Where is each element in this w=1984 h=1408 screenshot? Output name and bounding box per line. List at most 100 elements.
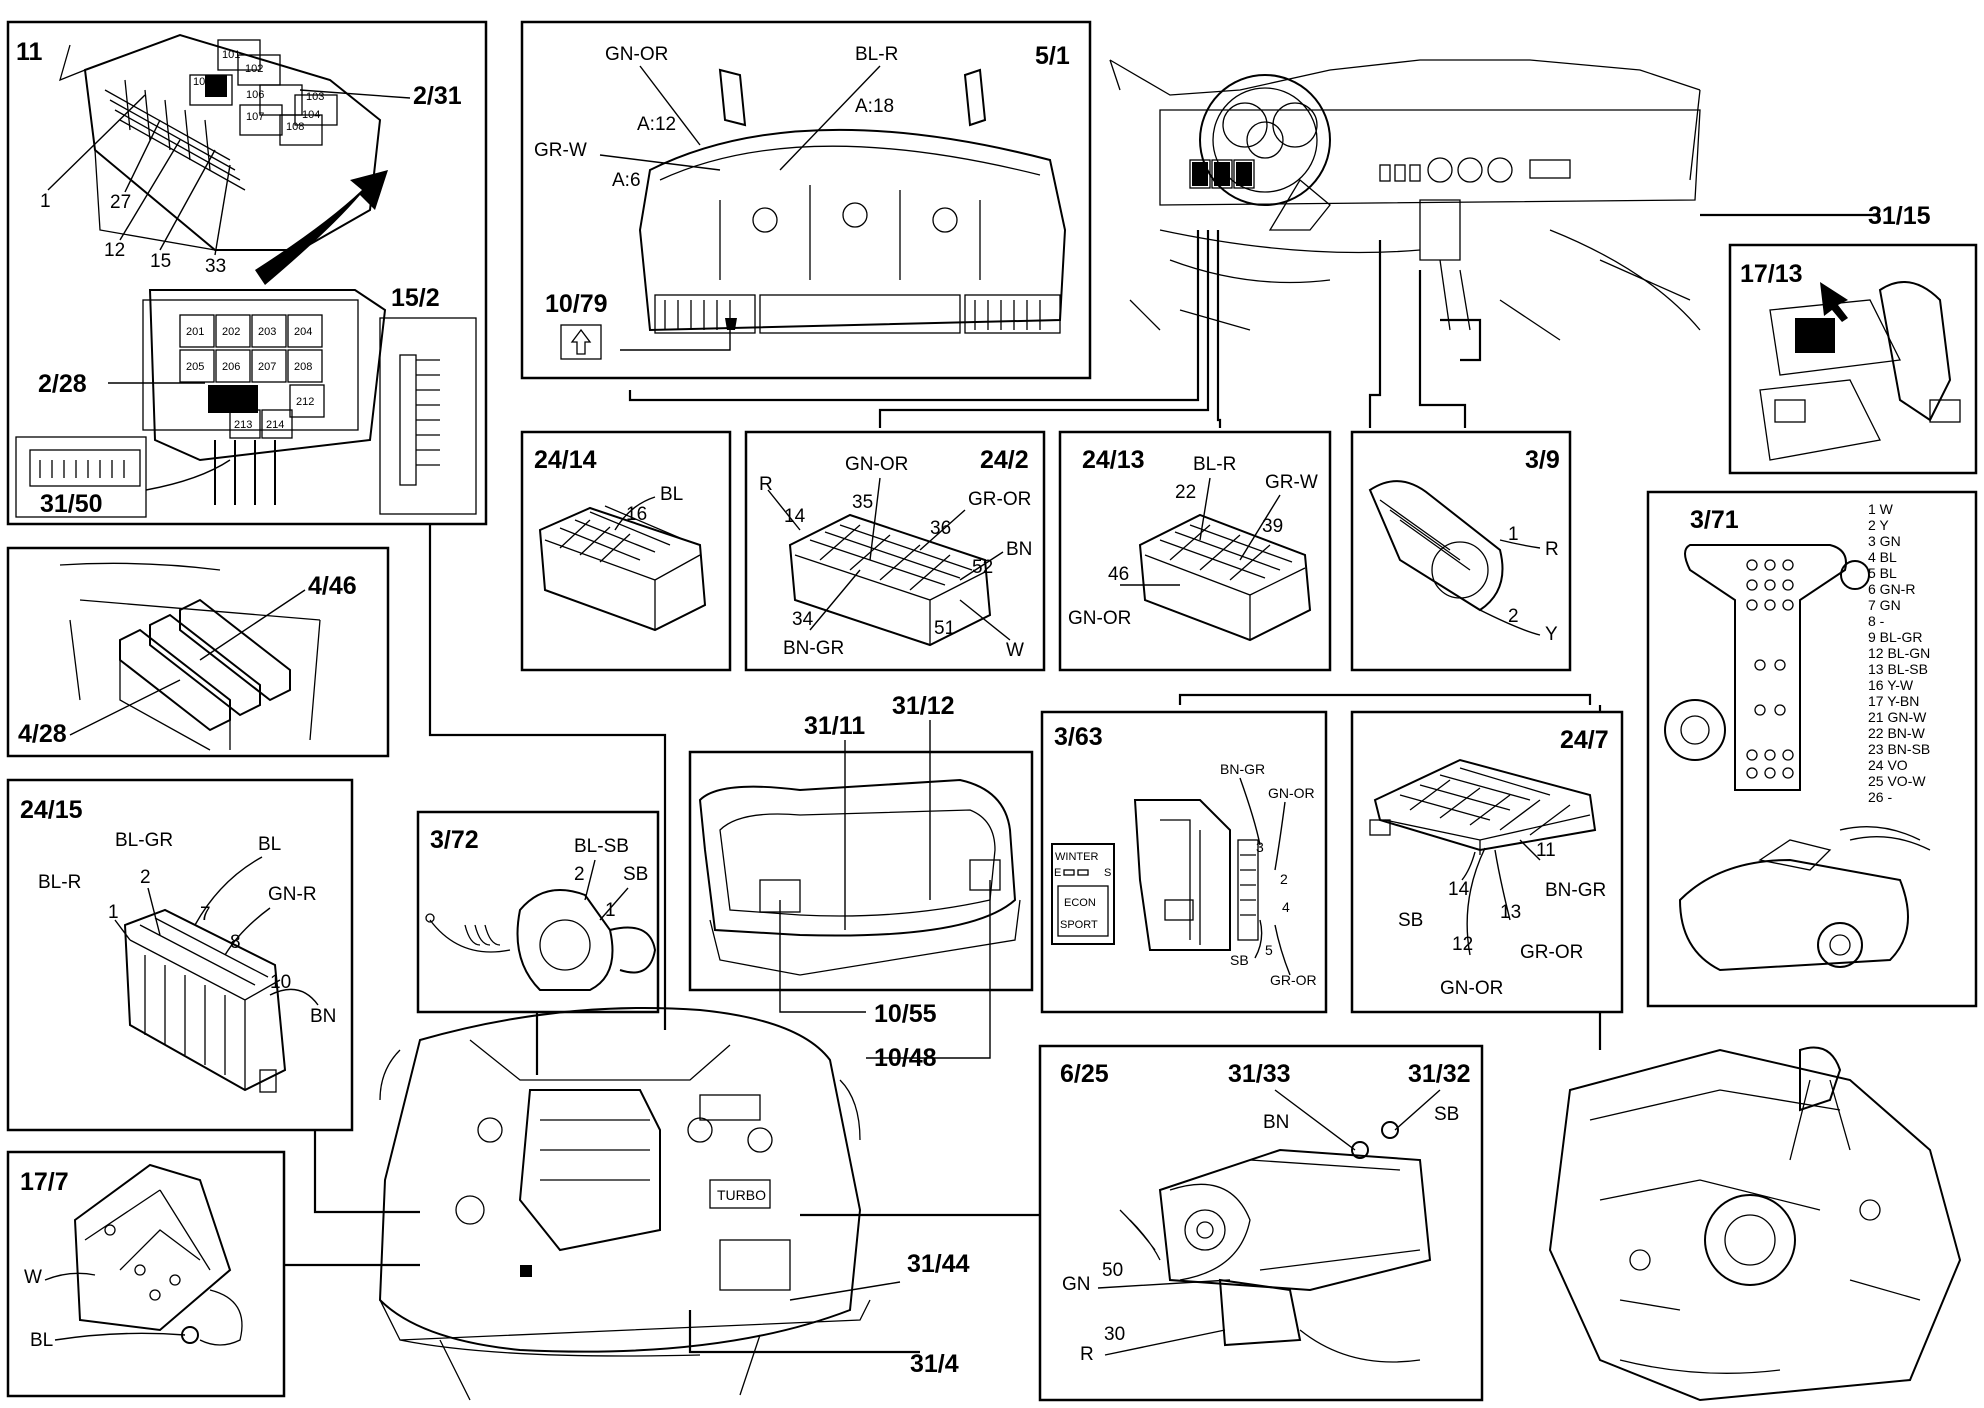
pin-11-24-7: 11 bbox=[1536, 840, 1556, 861]
panel-id-11: 11 bbox=[16, 38, 43, 66]
wire-gr-or: GR-OR bbox=[968, 489, 1031, 510]
panel-id-3-9: 3/9 bbox=[1525, 446, 1560, 474]
svg-text:24 VO: 24 VO bbox=[1868, 757, 1908, 773]
panel-connector-24-2: 24/2 GN-OR R GR-OR BN BN-GR W 35 14 36 5… bbox=[744, 430, 1046, 672]
panel-id-17-7: 17/7 bbox=[20, 1168, 69, 1196]
pin-1-3-72: 1 bbox=[605, 900, 616, 921]
pin-1: 1 bbox=[40, 191, 51, 212]
svg-text:S: S bbox=[1104, 867, 1111, 879]
svg-text:E: E bbox=[1054, 867, 1061, 879]
wire-gr-w: GR-W bbox=[534, 140, 587, 161]
pin-13-24-7: 13 bbox=[1500, 902, 1521, 923]
dashboard-overview bbox=[1109, 59, 1701, 341]
svg-text:16 Y-W: 16 Y-W bbox=[1868, 677, 1914, 693]
panel-id-3-72: 3/72 bbox=[430, 826, 479, 854]
wire-gn-or: GN-OR bbox=[605, 44, 668, 65]
wire-sb-3-72: SB bbox=[623, 864, 648, 885]
pin-14-24-7: 14 bbox=[1448, 879, 1470, 900]
pin-16: 16 bbox=[626, 504, 647, 525]
wire-gr-or-24-7: GR-OR bbox=[1520, 942, 1583, 963]
pin-2-3-9: 2 bbox=[1508, 606, 1519, 627]
ref-15-2: 15/2 bbox=[391, 284, 440, 312]
wire-y-3-9: Y bbox=[1545, 624, 1558, 645]
pin-1-3-9: 1 bbox=[1508, 524, 1519, 545]
pin-39: 39 bbox=[1262, 516, 1283, 537]
ref-31-15: 31/15 bbox=[1868, 202, 1931, 230]
pin-14: 14 bbox=[784, 506, 806, 527]
pin-1-24-15: 1 bbox=[108, 902, 119, 923]
pin-22: 22 bbox=[1175, 482, 1196, 503]
ref-31-33: 31/33 bbox=[1228, 1060, 1291, 1088]
svg-text:5 BL: 5 BL bbox=[1868, 565, 1897, 581]
panel-connector-24-15: 24/15 BL-GR BL BL-R GN-R BN 2 1 7 8 10 bbox=[6, 778, 354, 1132]
relay-grid-200: 201 202 203 204 205 206 207 208 212 213 … bbox=[179, 314, 325, 439]
svg-text:107: 107 bbox=[246, 111, 264, 123]
pin-27: 27 bbox=[110, 192, 131, 213]
panel-17-13: 17/13 bbox=[1728, 243, 1978, 475]
pin-35: 35 bbox=[852, 492, 873, 513]
wire-bl-sb: BL-SB bbox=[574, 836, 629, 857]
pin-7: 7 bbox=[200, 904, 211, 925]
svg-text:202: 202 bbox=[222, 326, 240, 338]
ref-31-12: 31/12 bbox=[892, 692, 955, 720]
ref-31-44: 31/44 bbox=[907, 1250, 970, 1278]
svg-text:26 -: 26 - bbox=[1868, 789, 1892, 805]
ref-10-79: 10/79 bbox=[545, 290, 608, 318]
wire-bn-6-25: BN bbox=[1263, 1112, 1289, 1133]
panel-id-5-1: 5/1 bbox=[1035, 42, 1070, 70]
panel-sensor-3-9: 3/9 1 R 2 Y bbox=[1350, 430, 1572, 672]
pin-a6: A:6 bbox=[612, 170, 641, 191]
panel-id-3-71: 3/71 bbox=[1690, 506, 1739, 534]
svg-text:102: 102 bbox=[245, 63, 263, 75]
wire-r-3-9: R bbox=[1545, 539, 1559, 560]
svg-text:205: 205 bbox=[186, 361, 204, 373]
wire-sb-6-25: SB bbox=[1434, 1104, 1459, 1125]
pin-34: 34 bbox=[792, 609, 814, 630]
wire-bl: BL bbox=[660, 484, 683, 505]
ref-31-11: 31/11 bbox=[804, 712, 865, 740]
wire-sb-3-63: SB bbox=[1230, 952, 1249, 968]
ref-10-55: 10/55 bbox=[874, 1000, 937, 1028]
panel-gear-selector-3-71: 3/71 1 W 2 Y 3 GN 4 BL 5 BL 6 GN-R 7 GN … bbox=[1646, 490, 1978, 1008]
ref-31-50: 31/50 bbox=[40, 490, 103, 518]
svg-text:207: 207 bbox=[258, 361, 276, 373]
svg-text:12 BL-GN: 12 BL-GN bbox=[1868, 645, 1930, 661]
wire-gn-r: GN-R bbox=[268, 884, 317, 905]
svg-text:ECON: ECON bbox=[1064, 897, 1096, 909]
svg-text:4 BL: 4 BL bbox=[1868, 549, 1897, 565]
panel-id-4-46: 4/46 bbox=[308, 572, 357, 600]
panel-trunk: 31/11 31/12 10/55 10/48 bbox=[688, 692, 1034, 1072]
wire-sb-24-7: SB bbox=[1398, 910, 1423, 931]
turbo-label: TURBO bbox=[717, 1187, 766, 1203]
pin-12: 12 bbox=[104, 240, 125, 261]
panel-connector-24-13: 24/13 BL-R GR-W GN-OR 22 39 46 bbox=[1058, 430, 1332, 672]
wire-gn-6-25: GN bbox=[1062, 1274, 1091, 1295]
pin-33: 33 bbox=[205, 256, 226, 277]
panel-4-46: 4/46 4/28 bbox=[6, 546, 390, 758]
svg-text:214: 214 bbox=[266, 419, 284, 431]
svg-text:103: 103 bbox=[306, 91, 324, 103]
wire-bl-r: BL-R bbox=[855, 44, 898, 65]
pin-2-3-72: 2 bbox=[574, 864, 585, 885]
wire-gn-or-3-63: GN-OR bbox=[1268, 785, 1315, 801]
svg-text:106: 106 bbox=[246, 89, 264, 101]
svg-text:201: 201 bbox=[186, 326, 204, 338]
wire-bl-r-24-15: BL-R bbox=[38, 872, 81, 893]
transmission bbox=[1548, 1046, 1962, 1402]
wire-bl-17-7: BL bbox=[30, 1330, 53, 1351]
pin-a12: A:12 bbox=[637, 114, 676, 135]
panel-starter-6-25: 6/25 31/33 31/32 BN SB GN R 50 30 bbox=[1038, 1044, 1484, 1402]
panel-id-24-2: 24/2 bbox=[980, 446, 1029, 474]
wire-gn-or-24-13: GN-OR bbox=[1068, 608, 1131, 629]
panel-17-7: 17/7 W BL bbox=[6, 1150, 286, 1398]
panel-instrument-cluster: 5/1 GN-OR BL-R A:12 A:18 GR-W A:6 10/79 bbox=[520, 20, 1092, 380]
wire-r-6-25: R bbox=[1080, 1344, 1094, 1365]
pin-36: 36 bbox=[930, 518, 951, 539]
svg-text:7 GN: 7 GN bbox=[1868, 597, 1901, 613]
svg-text:9 BL-GR: 9 BL-GR bbox=[1868, 629, 1922, 645]
wire-gr-w-24-13: GR-W bbox=[1265, 472, 1318, 493]
pin-2-24-15: 2 bbox=[140, 867, 151, 888]
panel-switch-3-63: 3/63 BN-GR GN-OR SB GR-OR 3 2 4 5 WINTER… bbox=[1040, 710, 1328, 1014]
svg-text:SPORT: SPORT bbox=[1060, 919, 1098, 931]
